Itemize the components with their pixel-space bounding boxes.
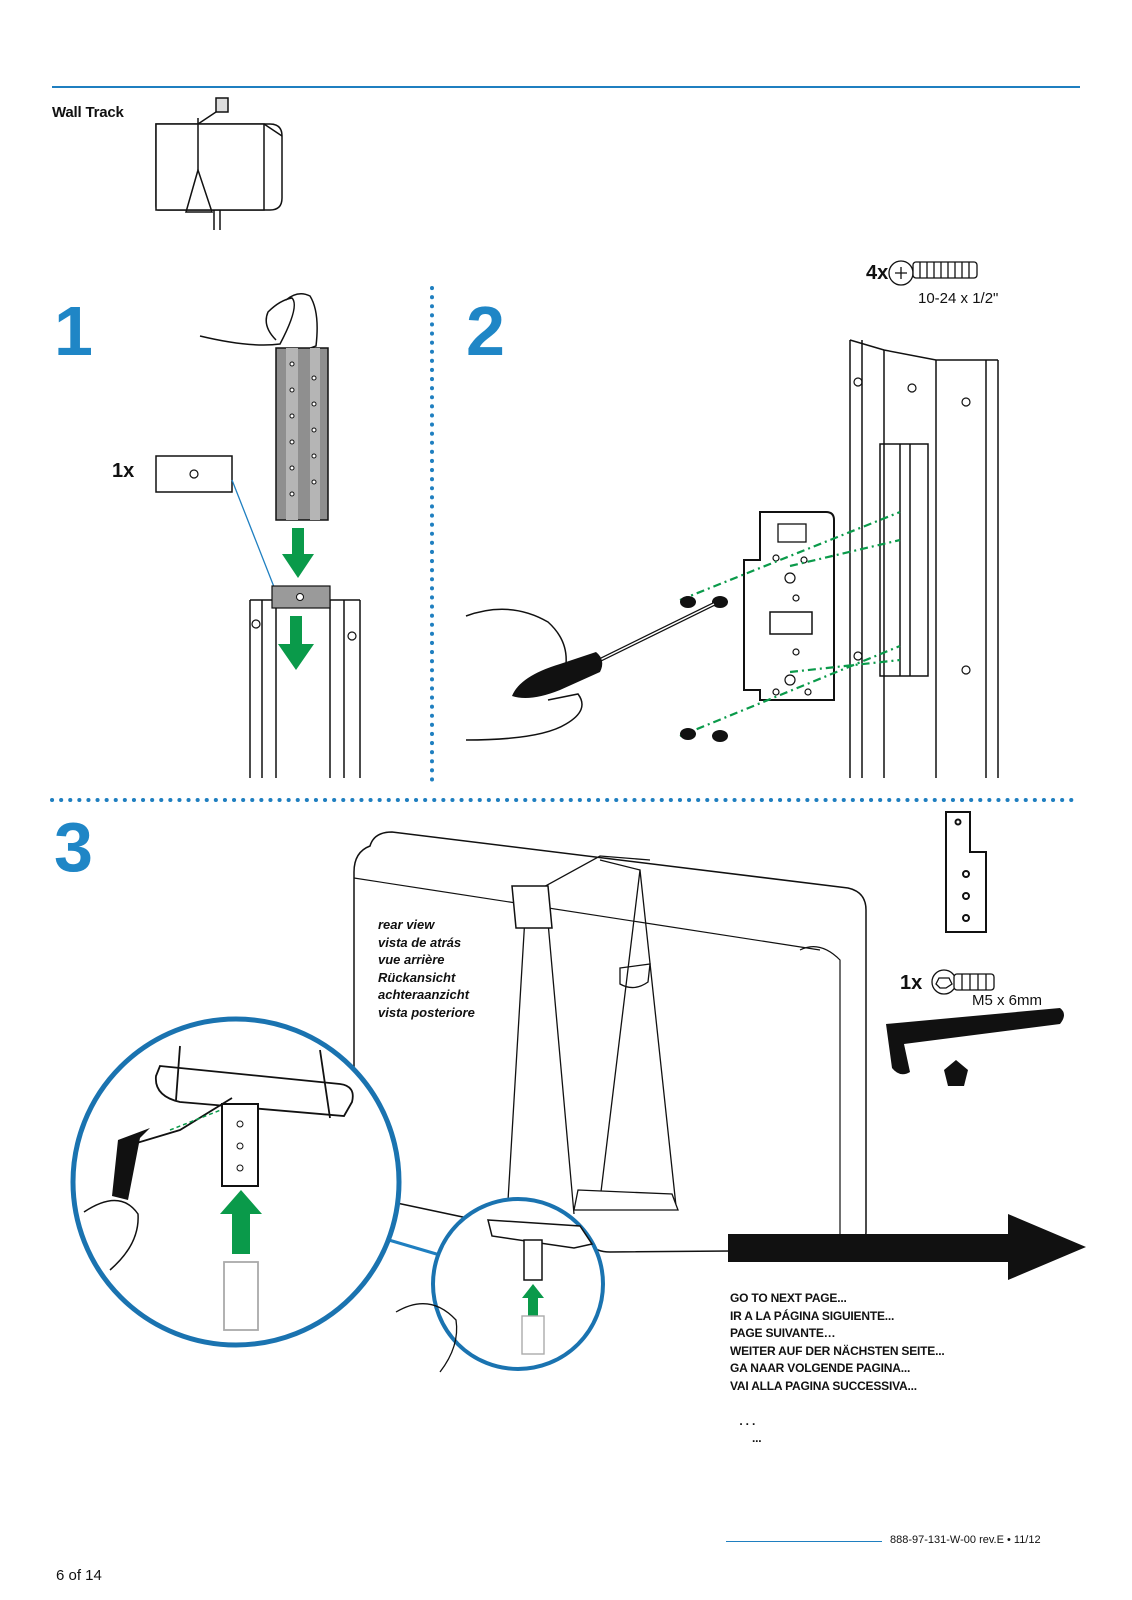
next-page-line: . . . <box>730 1413 756 1428</box>
hand-icon <box>83 1199 139 1271</box>
wall-track-thumbnail <box>155 97 283 230</box>
next-page-arrow-icon <box>728 1214 1086 1280</box>
next-page-line: GO TO NEXT PAGE... <box>730 1291 847 1305</box>
next-page-line: WEITER AUF DER NÄCHSTEN SEITE... <box>730 1343 945 1358</box>
view-label <box>378 1056 475 1074</box>
view-label: vista posteriore <box>378 1004 475 1020</box>
allen-key-icon <box>886 1008 1064 1075</box>
view-label: vue arrière <box>378 952 445 967</box>
rear-view-labels: rear view vista de atrás vue arrière Rüc… <box>378 916 475 1074</box>
view-label <box>378 1021 475 1039</box>
step-number-2: 2 <box>466 292 505 370</box>
next-page-line: PAGE SUIVANTE… <box>730 1326 836 1340</box>
hand-icon <box>465 608 583 741</box>
step2-quantity: 4x <box>866 262 889 284</box>
hand-icon <box>199 293 318 353</box>
header-rule <box>52 86 1080 88</box>
view-label: Rückansicht <box>378 969 456 985</box>
next-page-line <box>730 1395 945 1413</box>
screw-icon <box>888 260 978 286</box>
step1-drawing <box>155 293 361 778</box>
hand-icon <box>395 1303 458 1373</box>
step3-drawing <box>70 811 1086 1373</box>
step-number-3: 3 <box>54 808 93 886</box>
view-label: vista de atrás <box>378 934 462 950</box>
page-number: 6 of 14 <box>56 1567 102 1584</box>
next-page-instructions: GO TO NEXT PAGE... IR A LA PÁGINA SIGUIE… <box>730 1290 945 1448</box>
next-page-line: GA NAAR VOLGENDE PAGINA... <box>730 1361 911 1375</box>
next-page-line: ... <box>730 1431 762 1445</box>
footer-rule <box>726 1541 882 1542</box>
step-number-1: 1 <box>54 292 93 370</box>
next-page-line: VAI ALLA PAGINA SUCCESSIVA... <box>730 1378 917 1393</box>
view-label: rear view <box>378 917 435 932</box>
next-page-line: IR A LA PÁGINA SIGUIENTE... <box>730 1308 895 1323</box>
step1-quantity: 1x <box>112 460 135 482</box>
l-bracket-icon <box>945 811 987 933</box>
section-title: Wall Track <box>52 104 124 121</box>
document-number: 888-97-131-W-00 rev.E • 11/12 <box>890 1534 1041 1546</box>
step2-screw-spec: 10-24 x 1/2" <box>918 290 999 307</box>
step3-screw-spec: M5 x 6mm <box>972 992 1043 1009</box>
step3-quantity: 1x <box>900 972 923 994</box>
hex-shape-icon <box>944 1060 968 1086</box>
step2-drawing <box>465 260 999 778</box>
hex-screw-icon <box>931 969 995 995</box>
view-label <box>378 1039 475 1057</box>
view-label: achteraanzicht <box>378 987 470 1002</box>
